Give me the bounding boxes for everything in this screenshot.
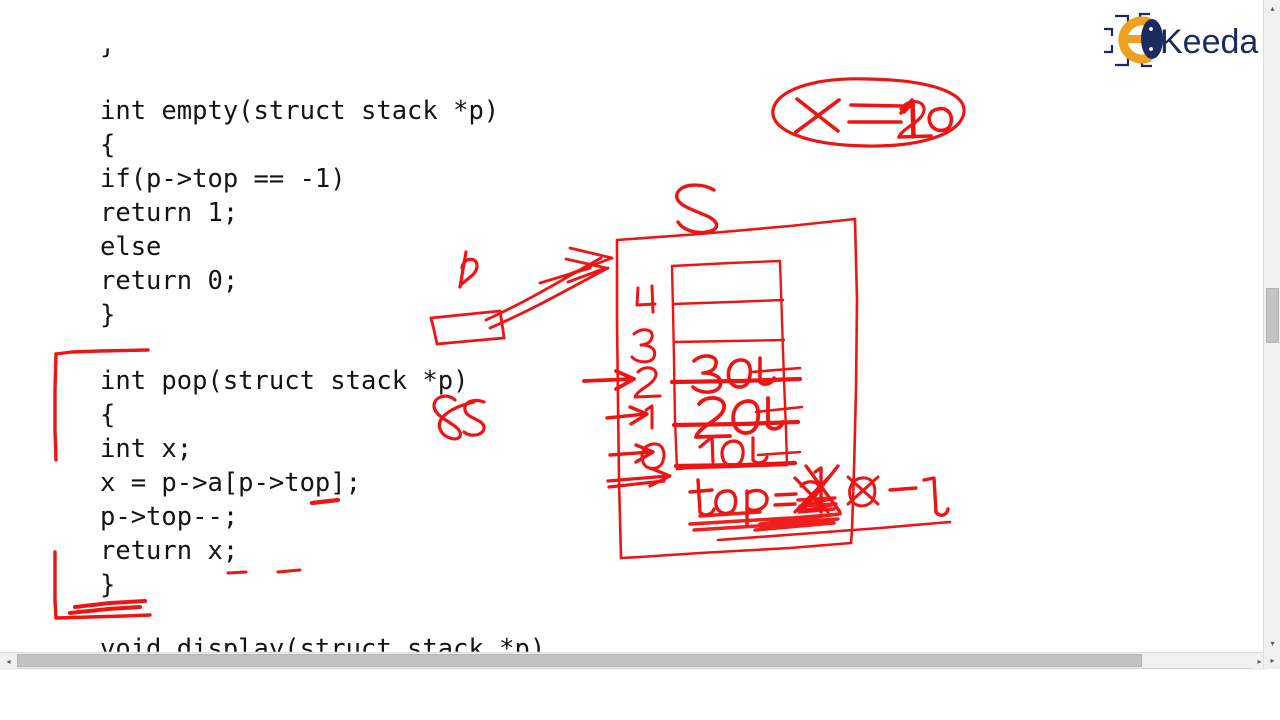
page-bottom-padding (0, 670, 1280, 720)
slide-canvas: } int empty(struct stack *p) { if(p->top… (53, 8, 1262, 652)
code-line: x = p->a[p->top]; (100, 468, 361, 498)
ekeeda-logo: Keeda (1098, 8, 1262, 70)
code-listing: } int empty(struct stack *p) { if(p->top… (100, 30, 546, 652)
code-line: void display(struct stack *p) (100, 634, 546, 652)
code-line: int pop(struct stack *p) (100, 366, 469, 396)
code-line: { (100, 130, 116, 160)
bug-body-icon (1141, 19, 1163, 59)
scroll-corner-arrow-icon[interactable]: ▸ (1264, 652, 1280, 669)
scroll-up-arrow-icon[interactable]: ▴ (1264, 0, 1280, 17)
horizontal-scrollbar-thumb[interactable] (17, 654, 1142, 667)
code-line: } (100, 30, 116, 60)
code-line: return x; (100, 536, 239, 566)
code-line: return 1; (100, 198, 239, 228)
logo-wordmark: Keeda (1160, 23, 1258, 61)
code-line: { (100, 400, 116, 430)
vertical-scrollbar-thumb[interactable] (1266, 288, 1279, 343)
scroll-down-arrow-icon[interactable]: ▾ (1264, 635, 1280, 652)
code-line: int empty(struct stack *p) (100, 96, 500, 126)
code-line: p->top--; (100, 502, 239, 532)
code-line: return 0; (100, 266, 239, 296)
code-line: else (100, 232, 162, 262)
code-line: int x; (100, 434, 193, 464)
code-line: } (100, 300, 116, 330)
vertical-scrollbar[interactable]: ▴ ▾ ▸ (1263, 0, 1280, 669)
code-line: } (100, 570, 116, 600)
code-line: if(p->top == -1) (100, 164, 346, 194)
scroll-left-arrow-icon[interactable]: ◂ (0, 653, 17, 670)
horizontal-scrollbar[interactable]: ◂ ▸ (0, 652, 1268, 670)
